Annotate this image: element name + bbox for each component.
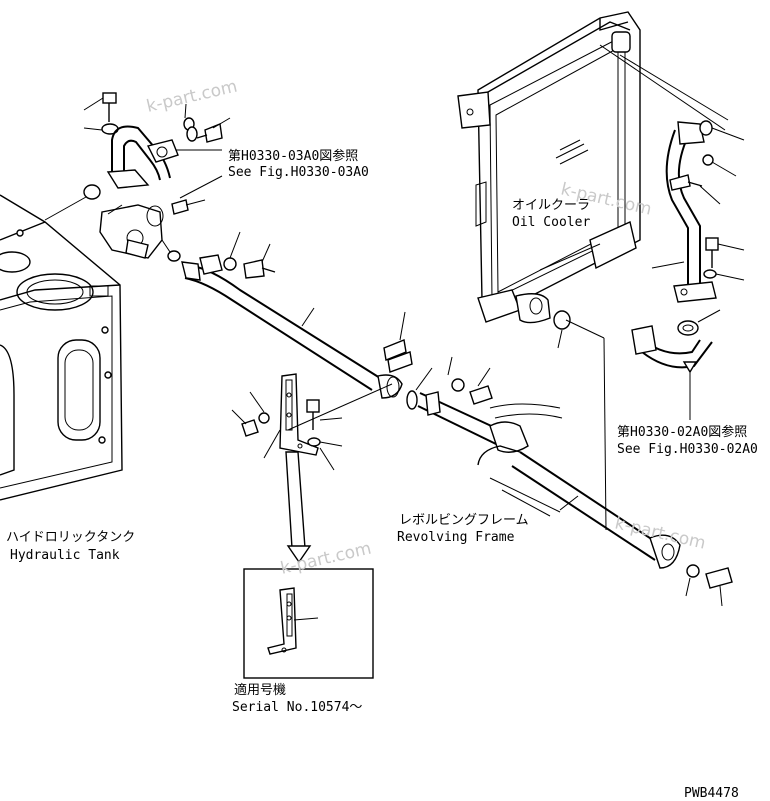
inset-arrow [285,451,312,564]
long-pipe [181,261,403,399]
ref-right-jp: 第H0330-02A0図参照 [617,424,747,440]
ref-top-jp: 第H0330-03A0図参照 [228,148,358,164]
ref-right-en: See Fig.H0330-02A0 [617,442,758,457]
middle-bracket-parts [231,311,413,471]
oil-cooler-jp: オイルクーラ [512,198,590,213]
upper-left-fittings [44,92,231,262]
ref-top-en: See Fig.H0330-03A0 [228,165,369,180]
revolving-frame [477,403,733,607]
serial-en: Serial No.10574～ [232,700,362,715]
center-pipe [406,356,529,453]
oil-cooler [457,11,641,531]
drawing-code: PWB4478 [684,786,739,801]
watermark: k-part.com [145,77,240,117]
tank-jp: ハイドロリックタンク [6,530,135,545]
pipe-clamp-parts [199,231,276,279]
tank-en: Hydraulic Tank [10,548,120,563]
frame-jp: レボルビングフレーム [399,513,529,528]
right-pipes [599,44,745,420]
oil-cooler-en: Oil Cooler [512,215,590,230]
hydraulic-tank [0,194,123,501]
serial-jp: 適用号機 [234,682,286,698]
watermark: k-part.com [279,539,374,579]
serial-inset [243,568,374,679]
frame-en: Revolving Frame [397,530,515,545]
